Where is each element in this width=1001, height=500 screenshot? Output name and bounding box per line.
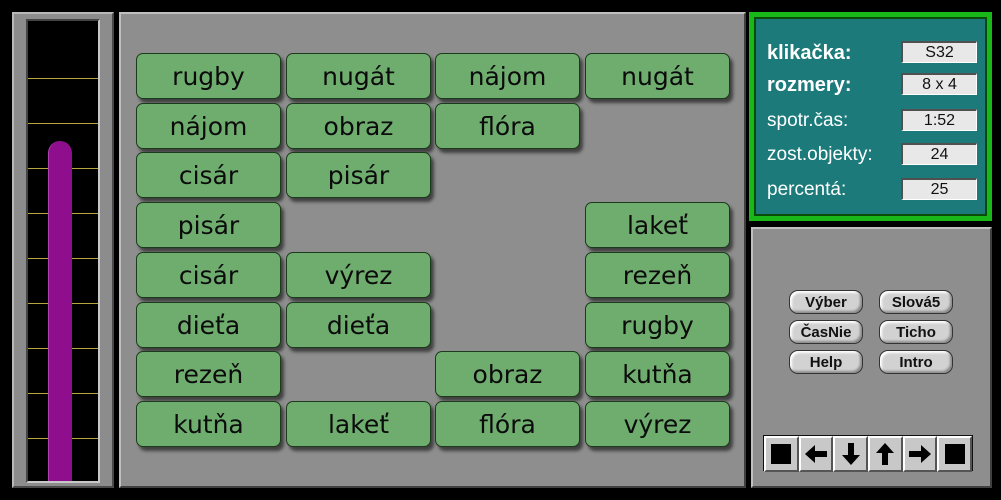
arrow-up-button[interactable]: [868, 436, 903, 472]
square-icon: [942, 441, 968, 467]
word-tile[interactable]: flóra: [435, 401, 580, 447]
word-tile[interactable]: kutňa: [136, 401, 281, 447]
info-value: S32: [901, 41, 977, 63]
word-tile[interactable]: obraz: [286, 103, 431, 149]
gauge-fill-bar: [48, 141, 72, 481]
gauge-tick-line: [28, 78, 98, 79]
word-tile[interactable]: lakeť: [585, 202, 730, 248]
info-value: 1:52: [901, 109, 977, 131]
arrow-right-icon: [907, 441, 933, 467]
info-label: rozmery:: [767, 74, 852, 96]
gauge-tick-line: [28, 123, 98, 124]
intro-button[interactable]: Intro: [879, 350, 953, 374]
word-tile[interactable]: obraz: [435, 351, 580, 397]
info-label: spotr.čas:: [767, 110, 849, 131]
word-tile[interactable]: pisár: [286, 152, 431, 198]
word-tile[interactable]: nájom: [435, 53, 580, 99]
info-value: 24: [901, 143, 977, 165]
word-tile[interactable]: rugby: [585, 302, 730, 348]
level-gauge: [26, 19, 100, 483]
time-toggle-button[interactable]: ČasNie: [789, 320, 863, 344]
arrow-down-icon: [838, 441, 864, 467]
word-tile[interactable]: kutňa: [585, 351, 730, 397]
word-tile[interactable]: rezeň: [585, 252, 730, 298]
word-tile[interactable]: nugát: [585, 53, 730, 99]
arrow-left-button[interactable]: [798, 436, 834, 472]
info-label: percentá:: [767, 179, 847, 200]
word-tile[interactable]: dieťa: [136, 302, 281, 348]
info-value: 25: [901, 178, 977, 200]
words-button[interactable]: Slová5: [879, 290, 953, 314]
word-tile[interactable]: flóra: [435, 103, 580, 149]
word-tile[interactable]: výrez: [286, 252, 431, 298]
arrow-up-icon: [872, 441, 898, 467]
info-panel: klikačka: S32 rozmery: 8 x 4 spotr.čas: 1:52 z…: [749, 12, 992, 221]
help-button[interactable]: Help: [789, 350, 863, 374]
word-tile[interactable]: pisár: [136, 202, 281, 248]
square-button[interactable]: [764, 436, 799, 472]
word-tile[interactable]: nájom: [136, 103, 281, 149]
word-tile[interactable]: cisár: [136, 252, 281, 298]
level-gauge-panel: [12, 12, 114, 488]
word-tile[interactable]: nugát: [286, 53, 431, 99]
sound-toggle-button[interactable]: Ticho: [879, 320, 953, 344]
word-tile[interactable]: dieťa: [286, 302, 431, 348]
square-button[interactable]: [937, 436, 973, 472]
arrow-left-icon: [803, 441, 829, 467]
info-label: klikačka:: [767, 42, 852, 64]
arrow-down-button[interactable]: [833, 436, 869, 472]
info-label: zost.objekty:: [767, 144, 873, 165]
word-tile[interactable]: cisár: [136, 152, 281, 198]
word-tile[interactable]: rezeň: [136, 351, 281, 397]
word-tile[interactable]: rugby: [136, 53, 281, 99]
select-button[interactable]: Výber: [789, 290, 863, 314]
word-tile[interactable]: výrez: [585, 401, 730, 447]
info-value: 8 x 4: [901, 73, 977, 95]
arrow-controls: [763, 435, 973, 472]
word-tile[interactable]: lakeť: [286, 401, 431, 447]
square-icon: [768, 441, 794, 467]
arrow-right-button[interactable]: [902, 436, 938, 472]
